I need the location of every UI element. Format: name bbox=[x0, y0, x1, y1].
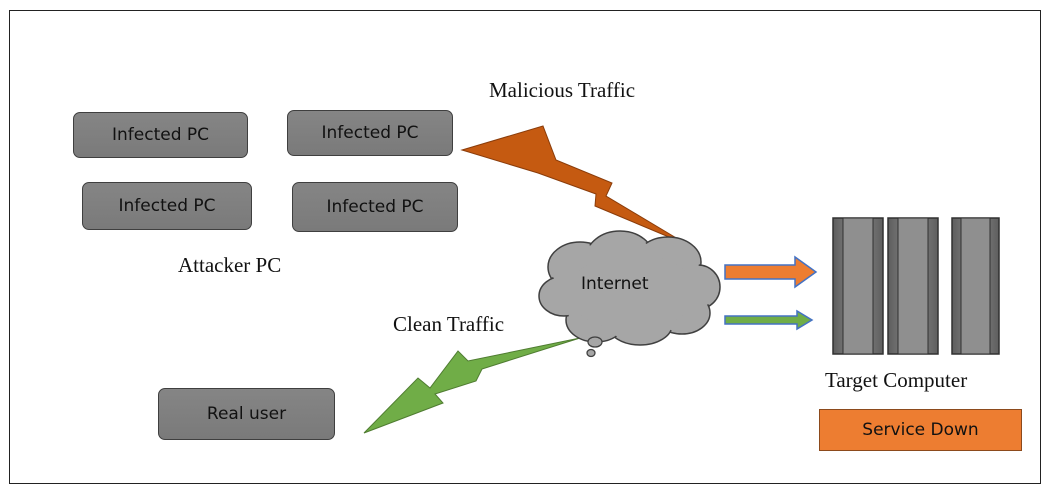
clean-traffic-arrow bbox=[724, 309, 814, 331]
malicious-traffic-bolt bbox=[460, 125, 689, 246]
target-server-2 bbox=[887, 217, 939, 355]
internet-label: Internet bbox=[581, 274, 649, 294]
target-server-1 bbox=[832, 217, 884, 355]
clean-traffic-label: Clean Traffic bbox=[393, 312, 505, 336]
infected-pc-2: Infected PC bbox=[287, 110, 453, 156]
target-computer-label: Target Computer bbox=[825, 368, 968, 392]
target-server-3 bbox=[951, 217, 1000, 355]
infected-pc-3: Infected PC bbox=[82, 182, 252, 230]
infected-pc-4: Infected PC bbox=[292, 182, 458, 232]
clean-traffic-bolt bbox=[363, 337, 581, 434]
malicious-traffic-arrow bbox=[724, 255, 818, 289]
malicious-traffic-label: Malicious Traffic bbox=[489, 78, 636, 102]
internet-cloud bbox=[538, 230, 721, 358]
real-user-node: Real user bbox=[158, 388, 335, 440]
attacker-pc-label: Attacker PC bbox=[178, 253, 282, 277]
infected-pc-1: Infected PC bbox=[73, 112, 248, 158]
service-down-badge: Service Down bbox=[819, 409, 1022, 451]
